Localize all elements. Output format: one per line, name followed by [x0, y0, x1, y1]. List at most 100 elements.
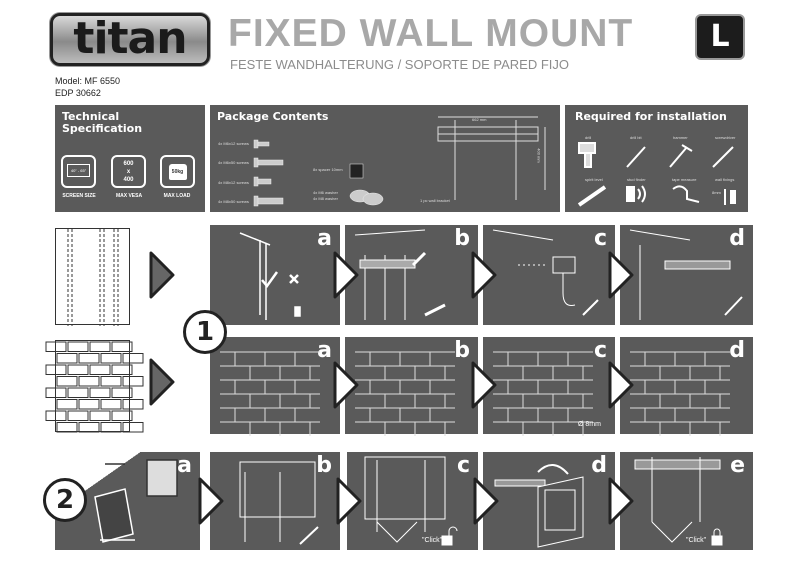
unlock-illustration: [364, 456, 458, 546]
step-arrow-icon: [471, 361, 497, 409]
step-1b-brick-panel: b: [345, 337, 478, 436]
step-1-number: 1: [183, 310, 227, 354]
step-2b-panel: b: [210, 452, 340, 550]
step-arrow-icon: [608, 361, 634, 409]
tape-measure-icon: [672, 185, 700, 203]
brick-wall-icon: [45, 340, 144, 433]
width-dimension: 662 mm: [472, 117, 487, 122]
step-letter: c: [593, 338, 607, 363]
step-2e-panel: e "Click": [620, 452, 753, 550]
tool-label-hammer: hammer: [673, 135, 688, 140]
step-letter: b: [454, 226, 470, 251]
attach-arms-illustration: [239, 461, 319, 545]
click-label: "Click": [422, 537, 443, 544]
package-title: Package Contents: [217, 110, 329, 123]
hammer-icon: [669, 146, 688, 168]
tool-label-drill-bit: drill bit: [630, 135, 642, 140]
arrow-right-icon: [149, 358, 175, 406]
stud-check-illustration: [239, 232, 301, 320]
step-letter: e: [730, 453, 745, 478]
max-vesa-label: MAX VESA: [115, 193, 143, 199]
max-load-weight-icon: 50kg: [160, 155, 195, 188]
package-item: 4x M6 washer: [313, 190, 338, 195]
step-letter: b: [316, 453, 332, 478]
screw-bracket-illustration: [629, 229, 743, 320]
drill-holes-illustration: [492, 229, 599, 316]
step-letter: b: [454, 338, 470, 363]
package-contents-panel: Package Contents 4x M6x12 screws 4x M6x5…: [210, 105, 560, 212]
step-letter: d: [729, 226, 745, 251]
logo-text: titan: [73, 13, 187, 64]
brick-wall-illustration: [355, 351, 455, 436]
screen-size-value: 40" - 65": [67, 164, 90, 177]
package-item: 1 pc wall bracket: [420, 198, 450, 203]
page-title: FIXED WALL MOUNT: [228, 12, 634, 55]
step-arrow-icon: [471, 251, 497, 299]
spirit-level-icon: [577, 185, 607, 207]
required-tools-panel: Required for installation drill drill bi…: [565, 105, 748, 212]
package-item: 4x M8x12 screws: [218, 180, 249, 185]
size-badge: L: [695, 14, 745, 60]
drill-diameter: Ø 8mm: [578, 421, 601, 428]
page-subtitle: FESTE WANDHALTERUNG / SOPORTE DE PARED F…: [230, 57, 570, 72]
step-letter: a: [317, 226, 332, 251]
tool-label-wall-fixings: wall fixings: [715, 177, 735, 182]
step-arrow-icon: [333, 251, 359, 299]
step-1d-brick-panel: d: [620, 337, 753, 436]
package-parts-illustration: [253, 116, 546, 207]
model-number: Model: MF 6550: [55, 76, 121, 86]
package-item: 4x M6x50 screws: [218, 160, 249, 165]
step-letter: d: [591, 453, 607, 478]
tool-label-drill: drill: [585, 135, 592, 140]
package-item: 4x M8 washer: [313, 196, 338, 201]
tool-label-spirit-level: spirit level: [585, 177, 603, 182]
step-2d-panel: d: [483, 452, 615, 550]
step-letter: c: [456, 453, 470, 478]
brick-wall-illustration: [630, 351, 730, 436]
titan-logo: titan: [50, 13, 210, 66]
edp-number: EDP 30662: [55, 88, 101, 98]
tv-back-illustration: [94, 459, 178, 543]
tool-label-screwdriver: screwdriver: [715, 135, 736, 140]
step-arrow-icon: [473, 477, 499, 525]
step-1d-wood-panel: d: [620, 225, 753, 325]
fixing-size: 8mm: [712, 190, 721, 195]
mark-bracket-illustration: [354, 229, 446, 320]
screen-size-label: SCREEN SIZE: [62, 193, 96, 199]
hang-tv-illustration: [494, 464, 584, 548]
step-1c-brick-panel: c Ø 8mm: [483, 337, 615, 436]
click-label: "Click": [686, 537, 707, 544]
step-letter: d: [729, 338, 745, 363]
step-2-number: 2: [43, 478, 87, 522]
tool-label-stud-finder: stud finder: [627, 177, 646, 182]
step-2c-panel: c "Click": [347, 452, 478, 550]
drill-icon: [578, 142, 596, 154]
step-arrow-icon: [608, 477, 634, 525]
step-arrow-icon: [333, 361, 359, 409]
package-item: 4x M6x12 screws: [218, 141, 249, 146]
arrow-right-icon: [149, 251, 175, 299]
step-letter: c: [593, 226, 607, 251]
screwdriver-icon: [712, 146, 734, 168]
brick-wall-illustration: [493, 351, 593, 436]
tool-label-tape-measure: tape measure: [672, 177, 697, 182]
step-1a-brick-panel: a: [210, 337, 340, 436]
package-item: 8x spacer 10mm: [313, 167, 343, 172]
step-letter: a: [177, 453, 192, 478]
step-1b-wood-panel: b: [345, 225, 478, 325]
lock-illustration: [634, 457, 723, 546]
step-arrow-icon: [608, 251, 634, 299]
step-arrow-icon: [336, 477, 362, 525]
required-title: Required for installation: [575, 110, 727, 123]
screen-size-icon: 40" - 65": [61, 155, 96, 188]
step-letter: a: [317, 338, 332, 363]
step-arrow-icon: [198, 477, 224, 525]
stud-finder-icon: [626, 186, 635, 202]
drill-bit-icon: [626, 146, 646, 168]
brick-wall-illustration: [220, 351, 320, 436]
step-1c-wood-panel: c: [483, 225, 615, 325]
